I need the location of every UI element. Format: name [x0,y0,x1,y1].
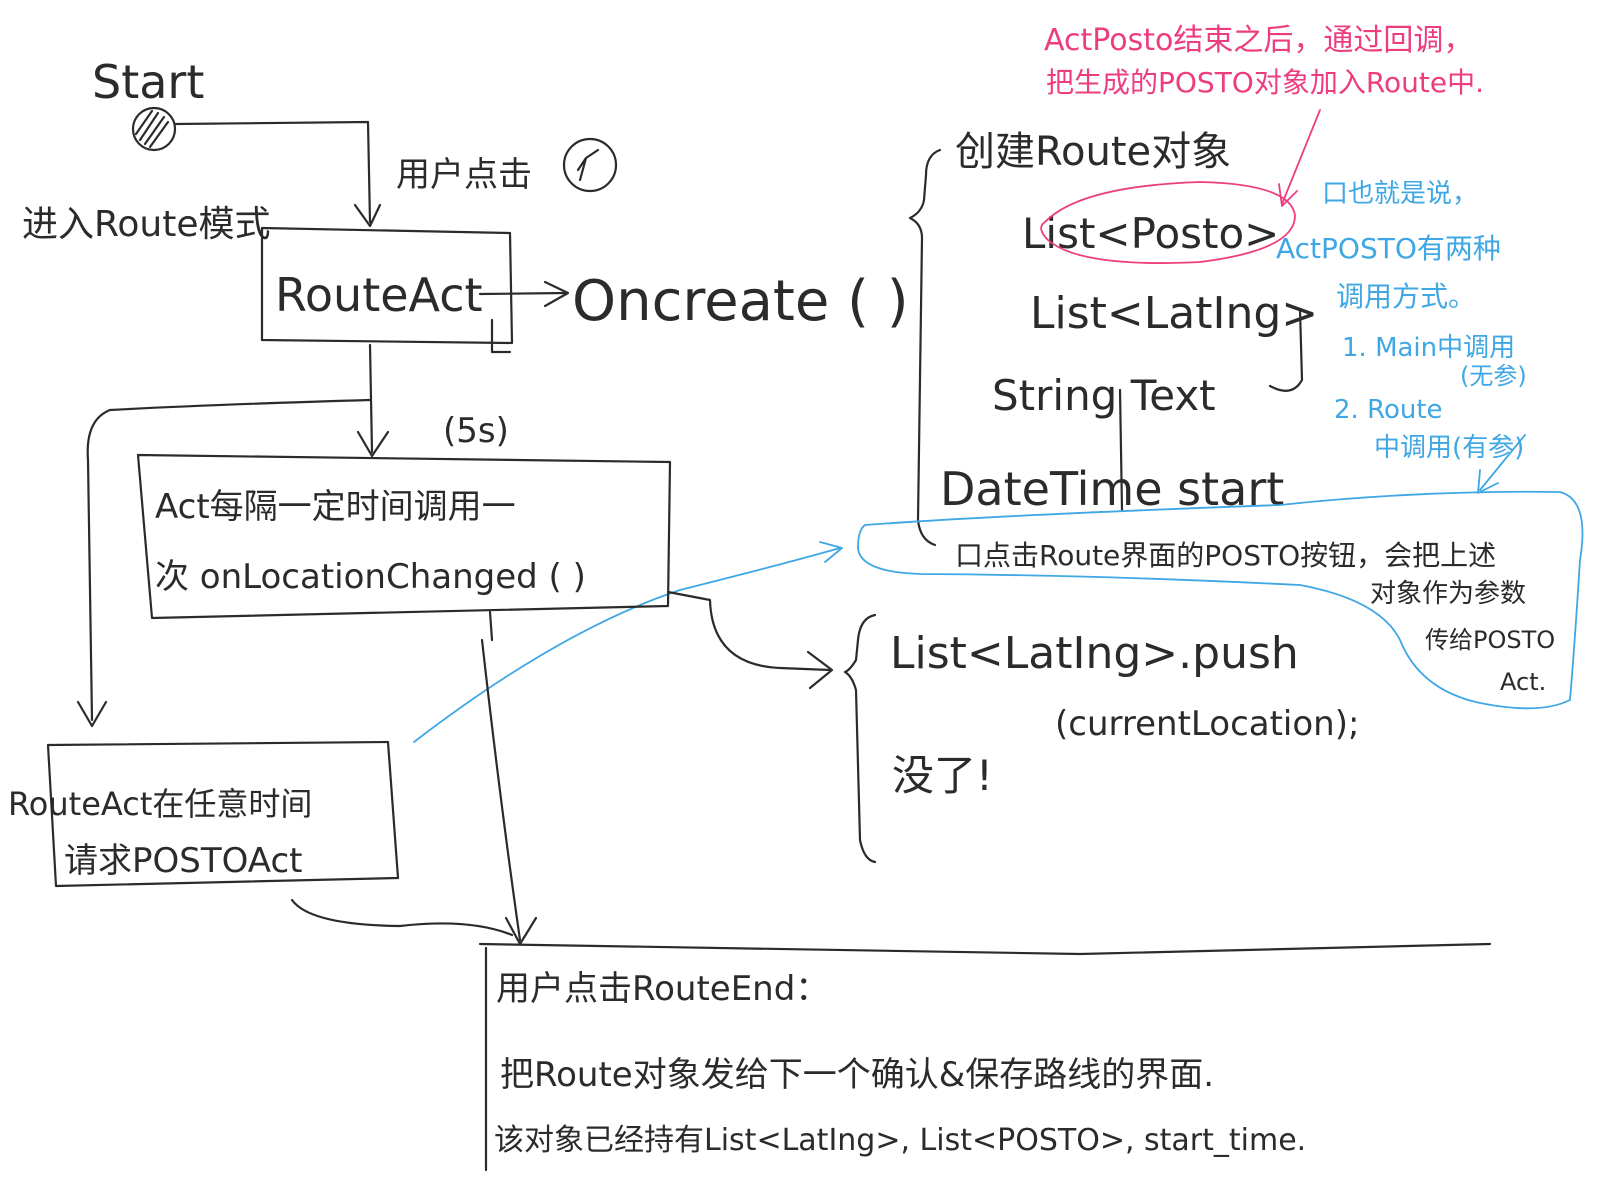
arrowhead [543,280,570,308]
blue-note-arrow [1479,434,1526,491]
oncreate-label: Oncreate ( ) [572,269,909,334]
posto-button-note: 口点击Route界面的POSTO按钮，会把上述 [955,539,1496,572]
location-box-line-2: 次 onLocationChanged ( ) [155,557,586,597]
field-link-line [1118,388,1124,512]
route-object-brace [908,148,942,547]
field-datetime-start: DateTime start [940,462,1284,516]
field-link-line [1268,308,1304,392]
pink-note-line-2: 把生成的POSTO对象加入Route中. [1046,66,1484,99]
arrowhead [1278,183,1298,207]
location-to-end-line [480,610,522,942]
request-box-line-1: RouteAct在任意时间 [8,785,312,823]
blue-note-line: 2. Route [1334,395,1443,425]
push-line-3: 没了! [892,751,993,800]
posto-highlight-ellipse [1040,181,1296,264]
request-to-end-line [290,898,514,937]
blue-note-line: 中调用(有参) [1374,433,1524,463]
push-line-1: List<LatIng>.push [890,628,1299,679]
arrowhead [356,430,390,458]
routeact-to-location-line [368,343,374,454]
start-to-routeact-line [173,120,372,224]
routeact-label: RouteAct [275,268,483,322]
location-changed-box [136,453,672,620]
routeact-to-oncreate-arrow [478,291,568,296]
field-list-posto: List<Posto> [1022,209,1279,258]
blue-note-line: 调用方式。 [1336,280,1476,313]
posto-note-loop [857,490,1584,710]
arrowhead [353,203,382,228]
routeact-box [260,226,514,345]
touch-icon [562,137,618,193]
arrowhead [806,650,834,690]
push-line-2: (currentLocation); [1055,704,1359,744]
blue-note-top: 口也就是说， ActPOSTO有两种 调用方式。 1. Main中调用 (无参)… [1276,179,1527,463]
arrowhead [76,700,108,728]
routeact-side-tick [490,318,512,354]
enter-route-mode-label: 进入Route模式 [22,204,271,245]
loop-back-line [86,398,372,722]
blue-note-2-line: 对象作为参数 [1370,579,1526,609]
field-list-latlng: List<LatIng> [1030,288,1318,339]
route-end-line-1: 用户点击RouteEnd： [496,969,829,1009]
blue-note-2-line: 传给POSTO [1425,626,1555,654]
start-label: Start [92,55,204,109]
blue-note-line: (无参) [1460,362,1527,390]
blue-note-line: 1. Main中调用 [1342,333,1515,363]
blue-note-line: 口也就是说， [1322,179,1478,209]
route-end-line-3: 该对象已经持有List<LatIng>, List<POSTO>, start_… [494,1123,1306,1158]
user-click-label: 用户点击 [396,155,532,195]
blue-note-line: ActPOSTO有两种 [1276,232,1501,265]
route-end-divider [478,942,1492,956]
start-node [131,106,177,152]
arrowhead [819,541,843,563]
field-string-text: String Text [992,371,1216,420]
location-to-push-line [666,590,832,672]
pink-callback-arrow [1281,109,1321,205]
location-box-line-1: Act每隔一定时间调用一 [155,487,516,527]
request-posto-box [46,740,400,888]
pink-note-line-1: ActPosto结束之后，通过回调， [1044,23,1473,58]
request-posto-link [413,547,841,743]
route-object-title: 创建Route对象 [955,129,1231,175]
push-brace [843,613,877,864]
request-box-line-2: 请求POSTOAct [64,841,302,881]
blue-note-2-line: Act. [1500,668,1546,696]
route-end-line-2: 把Route对象发给下一个确认&保存路线的界面. [500,1055,1214,1095]
interval-label: (5s) [443,411,509,451]
